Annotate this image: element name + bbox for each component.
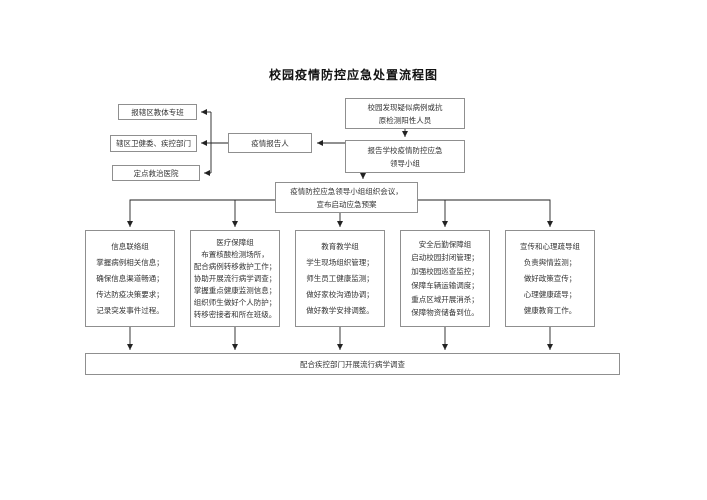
- group-duty: 加强校园巡查监控；: [411, 267, 479, 277]
- node-report-leadership-line1: 报告学校疫情防控应急: [367, 145, 443, 155]
- group-duty: 启动校园封闭管理；: [411, 253, 479, 263]
- node-epidemiological-investigation: 配合疾控部门开展流行病学调查: [85, 353, 620, 375]
- group-duty: 心理健康疏导；: [523, 290, 577, 299]
- group-duty: 掌握病例相关信息；: [96, 258, 164, 267]
- group-duty: 掌握重点健康监测信息；: [193, 286, 277, 295]
- node-leadership-meeting: 疫情防控应急领导小组组织会议， 宣布启动应急预案: [275, 182, 418, 213]
- group-duty: 做好政策宣传；: [523, 274, 577, 283]
- node-epidemiological-investigation-label: 配合疾控部门开展流行病学调查: [300, 359, 405, 369]
- node-leadership-meeting-line1: 疫情防控应急领导小组组织会议，: [290, 186, 403, 196]
- group-duty: 协助开展流行病学调查；: [193, 274, 277, 283]
- group-duty: 做好教学安排调整。: [306, 306, 374, 315]
- group-box-security-logistics: 安全后勤保障组 启动校园封闭管理； 加强校园巡查监控； 保障车辆运输调度； 重点…: [400, 230, 490, 327]
- node-designated-hospital-label: 定点救治医院: [133, 168, 179, 178]
- group-duty: 学生现场组织管理；: [306, 258, 374, 267]
- group-duty: 健康教育工作。: [523, 306, 577, 315]
- group-box-publicity-counseling: 宣传和心理疏导组 负责舆情监测； 做好政策宣传； 心理健康疏导； 健康教育工作。: [505, 230, 595, 327]
- group-duty: 保障车辆运输调度；: [411, 280, 479, 290]
- group-title: 安全后勤保障组: [418, 239, 472, 249]
- node-district-health-cdc: 辖区卫健委、疾控部门: [110, 135, 197, 152]
- group-box-education-teaching: 教育教学组 学生现场组织管理； 师生员工健康监测； 做好家校沟通协调； 做好教学…: [295, 230, 385, 327]
- group-duty: 做好家校沟通协调；: [306, 290, 374, 299]
- node-leadership-meeting-line2: 宣布启动应急预案: [316, 199, 377, 209]
- group-duty: 传达防疫决策要求；: [96, 290, 164, 299]
- group-title: 宣传和心理疏导组: [520, 242, 580, 251]
- node-case-found-line2: 原检测阳性人员: [378, 115, 432, 125]
- group-box-information-liaison: 信息联络组 掌握病例相关信息； 确保信息渠道畅通； 传达防疫决策要求； 记录突发…: [85, 230, 175, 327]
- diagram-title: 校园疫情防控应急处置流程图: [268, 68, 438, 82]
- group-duty: 记录突发事件过程。: [96, 306, 164, 315]
- group-duty: 确保信息渠道畅通；: [96, 274, 164, 283]
- group-title: 教育教学组: [321, 242, 359, 251]
- node-epidemic-reporter-label: 疫情报告人: [251, 138, 289, 148]
- node-case-found: 校园发现疑似病例或抗 原检测阳性人员: [345, 98, 465, 129]
- group-title: 信息联络组: [111, 242, 149, 251]
- group-duty: 重点区域开展消杀；: [411, 294, 479, 304]
- node-epidemic-reporter: 疫情报告人: [228, 133, 312, 153]
- node-report-leadership-line2: 领导小组: [390, 158, 420, 168]
- group-duty: 保障物资储备到位。: [411, 308, 479, 318]
- group-duty: 转移密接者和所在班级。: [193, 310, 277, 319]
- group-duty: 组织师生做好个人防护；: [193, 298, 277, 307]
- group-box-medical-support: 医疗保障组 布置核酸检测场所， 配合病例转移救护工作； 协助开展流行病学调查； …: [190, 230, 280, 327]
- group-duty: 师生员工健康监测；: [306, 274, 374, 283]
- node-district-education-team: 报辖区教体专班: [118, 104, 197, 120]
- group-duty: 布置核酸检测场所，: [201, 250, 269, 259]
- group-duty: 配合病例转移救护工作；: [193, 262, 277, 271]
- node-report-leadership: 报告学校疫情防控应急 领导小组: [345, 140, 465, 173]
- node-district-health-cdc-label: 辖区卫健委、疾控部门: [116, 139, 191, 148]
- group-duty: 负责舆情监测；: [523, 258, 577, 267]
- node-designated-hospital: 定点救治医院: [112, 165, 200, 181]
- group-title: 医疗保障组: [216, 238, 254, 247]
- node-district-education-team-label: 报辖区教体专班: [131, 107, 184, 117]
- node-case-found-line1: 校园发现疑似病例或抗: [367, 102, 443, 112]
